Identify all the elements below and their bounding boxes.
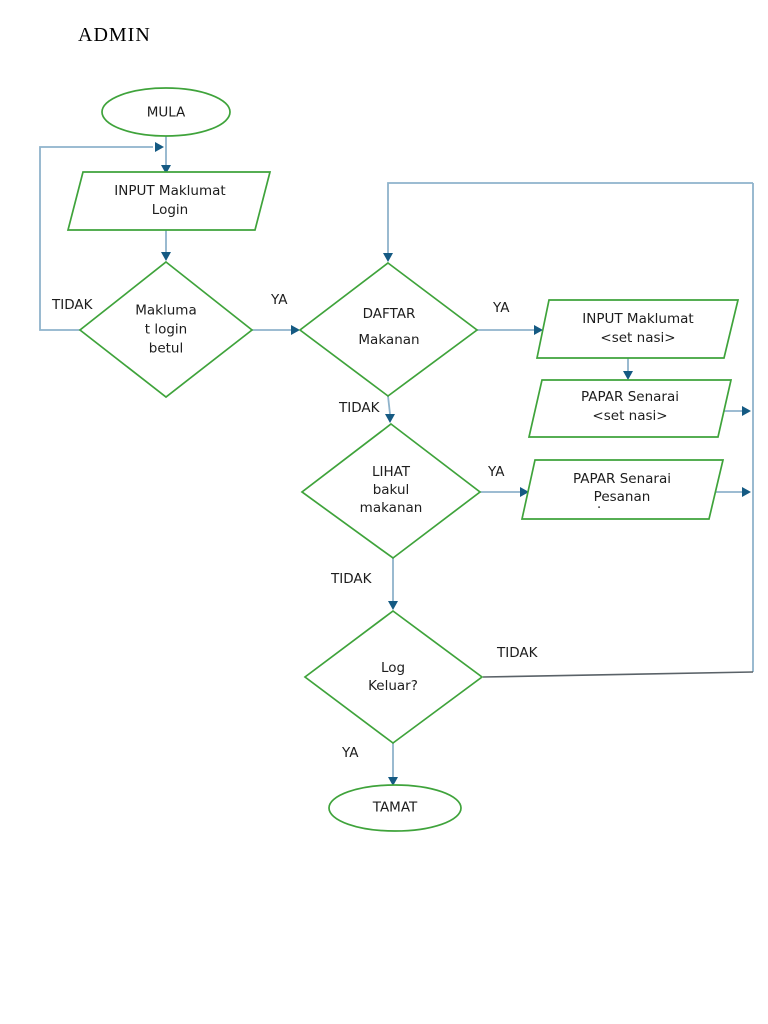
arrowhead-paparnasi-feedback [742, 406, 751, 416]
page-title: ADMIN [78, 24, 151, 46]
node-label-login-check: Makluma t login betul [135, 302, 197, 357]
arrowhead-into-daftar-left [291, 325, 300, 335]
edge-label-logout-tidak: TIDAK [497, 645, 538, 661]
connector-logout-tidak [482, 671, 754, 678]
node-label-tamat: TAMAT [372, 799, 418, 816]
arrowhead-into-logincheck [161, 252, 171, 261]
connector-login-tidak-loop [39, 146, 153, 331]
node-label-papar-set-nasi: PAPAR Senarai <set nasi> [581, 389, 679, 424]
terminator-mula [101, 87, 231, 137]
terminator-tamat [328, 784, 462, 832]
edge-label-lihat-tidak: TIDAK [331, 571, 372, 587]
decision-log-keluar [303, 609, 484, 745]
edge-label-lihat-ya: YA [488, 464, 505, 480]
node-label-lihat-bakul: LIHAT bakul makanan [359, 464, 423, 516]
arrowhead-into-papar-pesanan [520, 487, 529, 497]
arrowhead-pesanan-feedback [742, 487, 751, 497]
node-label-papar-pesanan: PAPAR Senarai Pesanan [573, 471, 671, 505]
node-label-input-login: INPUT Maklumat Login [114, 183, 226, 218]
arrowhead-into-input-login [161, 165, 171, 174]
node-label-daftar-makanan: DAFTAR Makanan [358, 306, 420, 348]
arrowhead-into-papar-set-nasi [623, 371, 633, 380]
io-papar-set-nasi [527, 379, 733, 438]
node-label-mula: MULA [146, 104, 186, 121]
edge-label-logout-ya: YA [342, 745, 359, 761]
io-input-login [66, 171, 272, 231]
edge-label-login-tidak: TIDAK [52, 297, 93, 313]
node-label-input-set-nasi: INPUT Maklumat <set nasi> [582, 311, 694, 346]
arrowhead-into-daftar-top [383, 253, 393, 262]
connector-daftar-tidak [387, 395, 391, 415]
decision-lihat-bakul [300, 422, 482, 560]
edge-label-daftar-ya: YA [493, 300, 510, 316]
arrowhead-loop-into-line [155, 142, 164, 152]
edge-label-login-ya: YA [271, 292, 288, 308]
edge-label-daftar-tidak: TIDAK [339, 400, 380, 416]
node-label-log-keluar: Log Keluar? [368, 660, 418, 694]
io-papar-pesanan [520, 459, 725, 520]
decision-login-check [78, 260, 254, 399]
io-input-set-nasi [535, 299, 740, 359]
arrowhead-into-input-set-nasi [534, 325, 543, 335]
arrowhead-into-logout [388, 601, 398, 610]
arrowhead-into-tamat [388, 777, 398, 786]
papar-pesanan-stray-dot: . [597, 497, 602, 512]
decision-daftar-makanan [298, 261, 479, 398]
arrowhead-into-lihat [385, 414, 395, 423]
connector-top-feedback [387, 182, 753, 253]
